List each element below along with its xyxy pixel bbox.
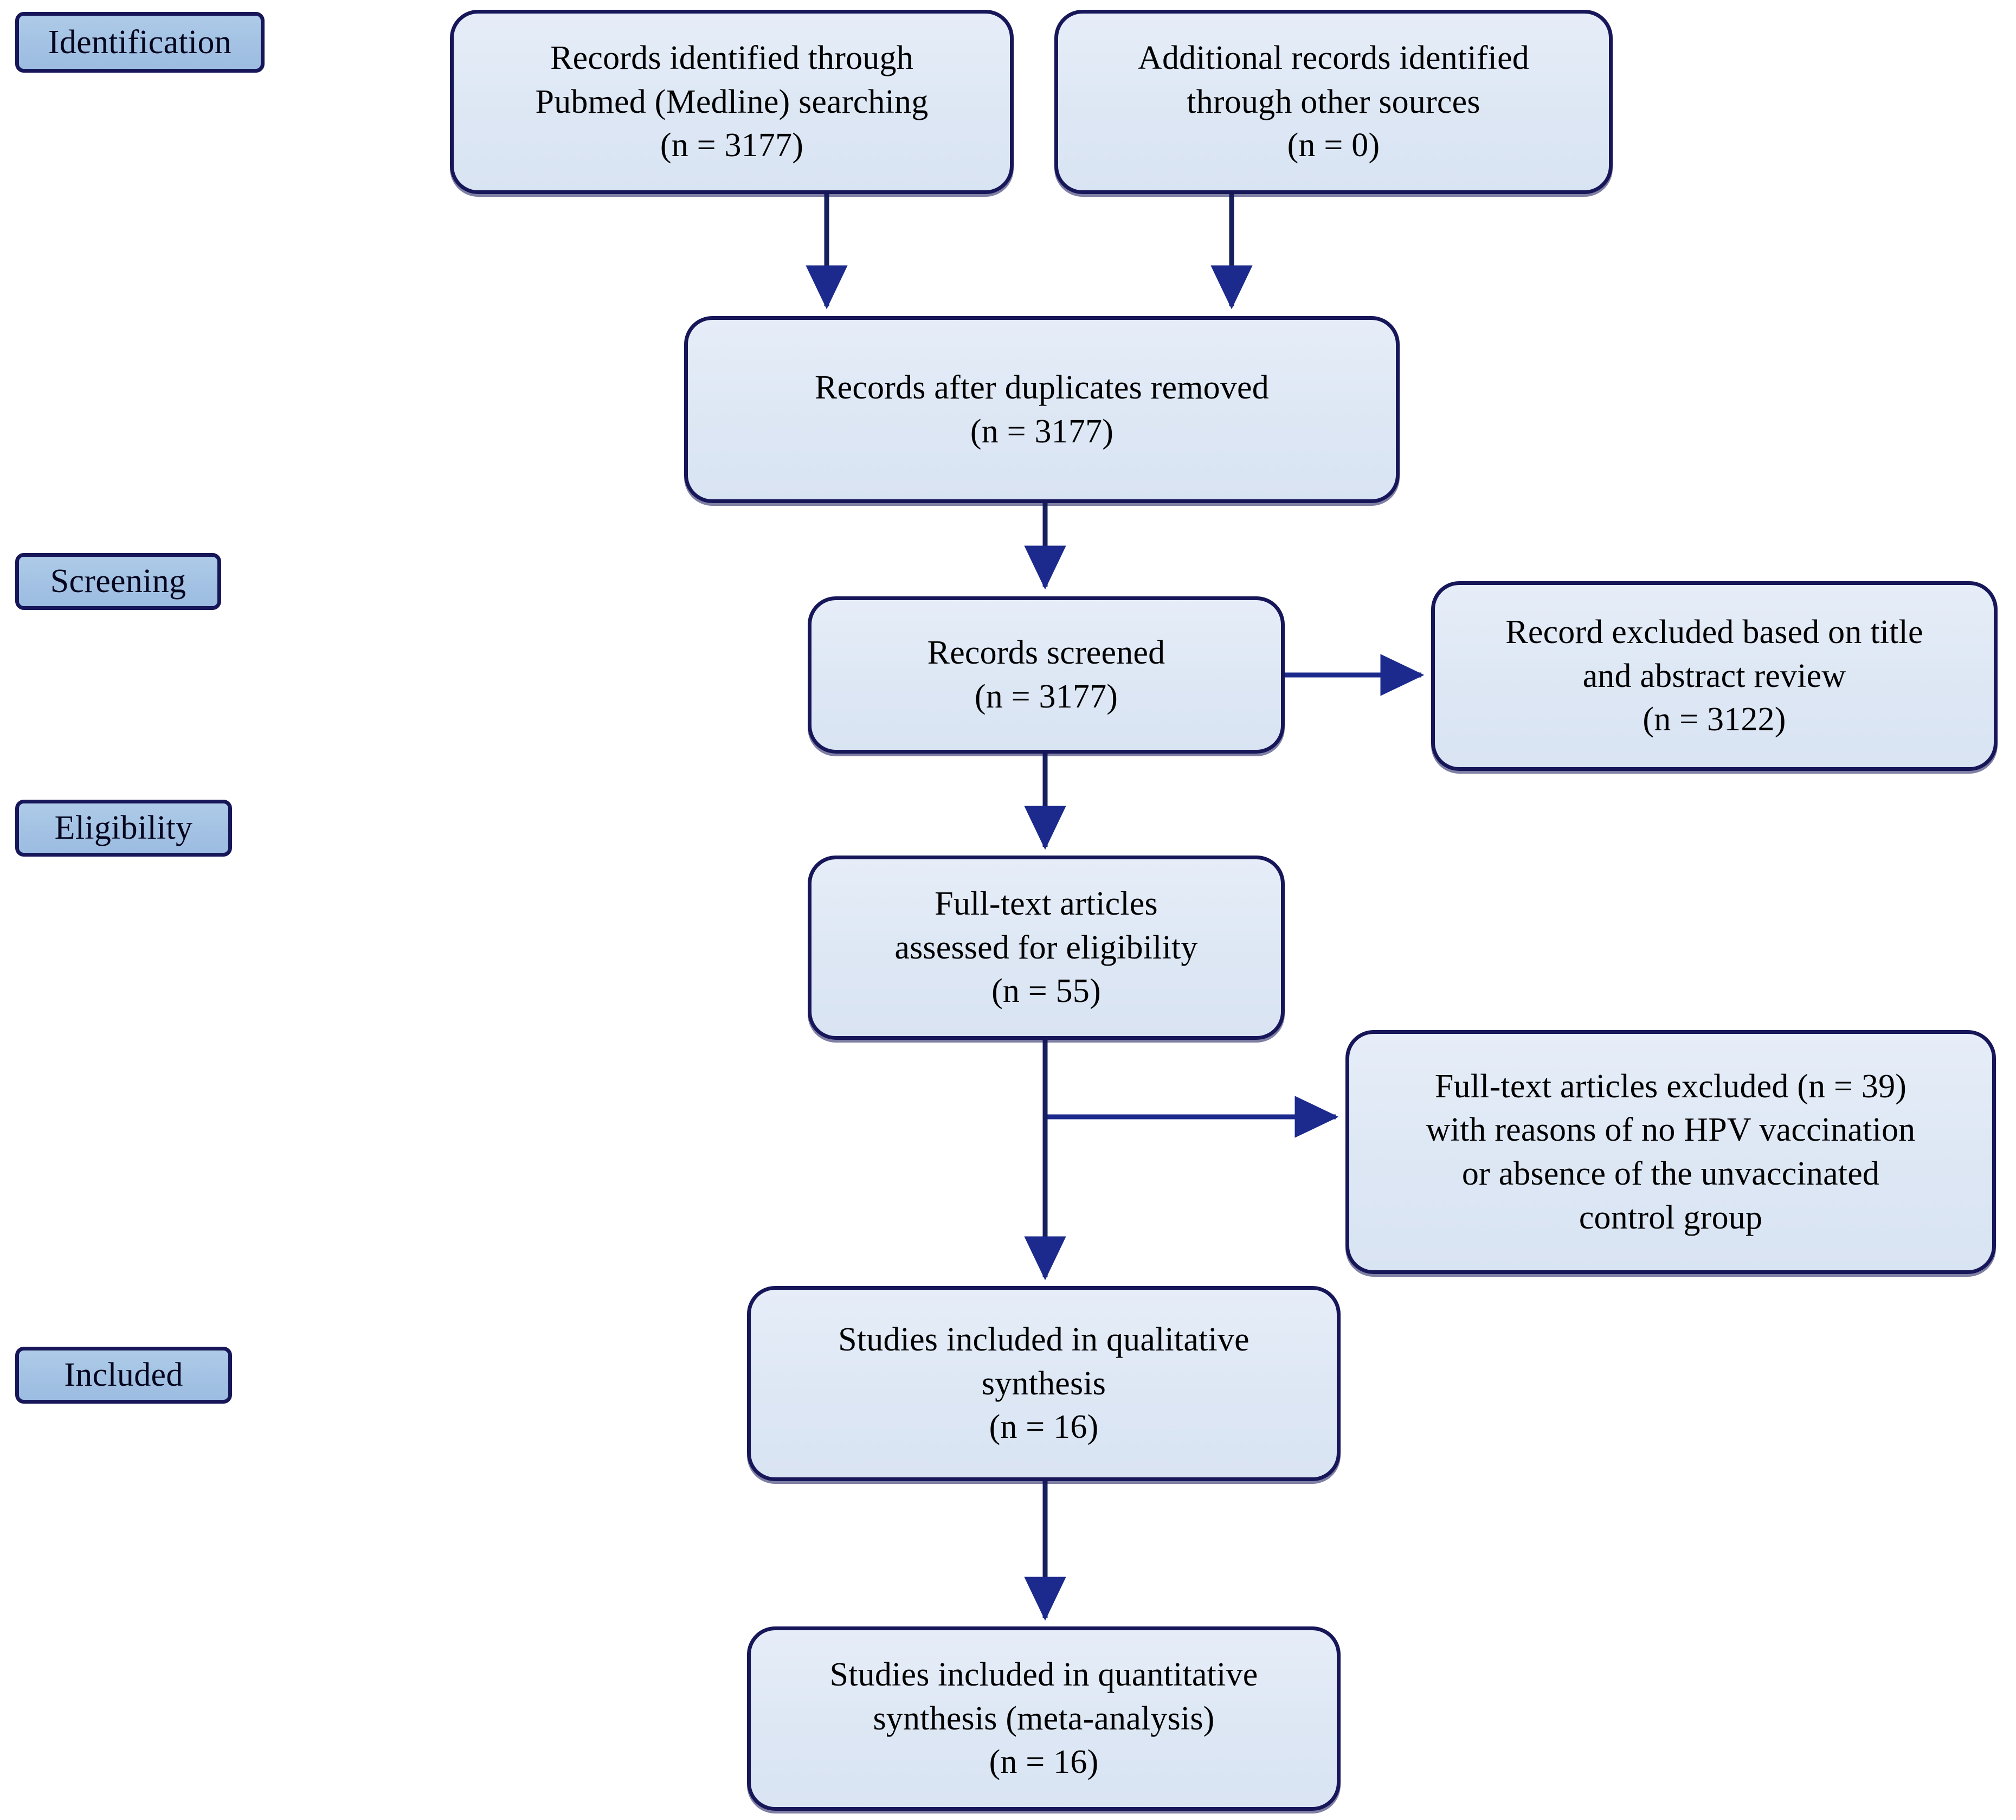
node-records-identified-pubmed-text: Records identified through Pubmed (Medli…: [535, 40, 929, 164]
stage-label-screening-text: Screening: [50, 563, 186, 600]
stage-label-screening: Screening: [15, 553, 221, 610]
node-records-excluded-title-abstract: Record excluded based on title and abstr…: [1431, 581, 1998, 771]
node-fulltext-assessed-eligibility: Full-text articles assessed for eligibil…: [808, 856, 1285, 1040]
node-records-excluded-title-abstract-text: Record excluded based on title and abstr…: [1505, 614, 1923, 738]
node-fulltext-assessed-eligibility-text: Full-text articles assessed for eligibil…: [894, 885, 1198, 1010]
node-fulltext-articles-excluded: Full-text articles excluded (n = 39) wit…: [1345, 1030, 1996, 1274]
stage-label-eligibility: Eligibility: [15, 800, 232, 857]
node-studies-quantitative-synthesis: Studies included in quantitative synthes…: [747, 1626, 1341, 1811]
node-studies-qualitative-synthesis: Studies included in qualitative synthesi…: [747, 1286, 1341, 1481]
node-additional-records-other-sources: Additional records identified through ot…: [1054, 10, 1613, 194]
node-studies-quantitative-synthesis-text: Studies included in quantitative synthes…: [829, 1656, 1258, 1781]
stage-label-included-text: Included: [64, 1356, 183, 1393]
stage-label-identification-text: Identification: [48, 23, 232, 61]
stage-label-identification: Identification: [15, 12, 265, 73]
node-records-after-duplicates-removed-text: Records after duplicates removed (n = 31…: [815, 369, 1269, 450]
node-records-screened-text: Records screened (n = 3177): [927, 634, 1165, 715]
node-records-screened: Records screened (n = 3177): [808, 596, 1285, 754]
stage-label-included: Included: [15, 1347, 232, 1404]
stage-label-eligibility-text: Eligibility: [54, 809, 193, 846]
node-studies-qualitative-synthesis-text: Studies included in qualitative synthesi…: [838, 1321, 1249, 1446]
node-fulltext-articles-excluded-text: Full-text articles excluded (n = 39) wit…: [1426, 1067, 1916, 1236]
node-records-after-duplicates-removed: Records after duplicates removed (n = 31…: [684, 316, 1400, 503]
node-additional-records-other-sources-text: Additional records identified through ot…: [1137, 40, 1530, 164]
node-records-identified-pubmed: Records identified through Pubmed (Medli…: [450, 10, 1014, 194]
